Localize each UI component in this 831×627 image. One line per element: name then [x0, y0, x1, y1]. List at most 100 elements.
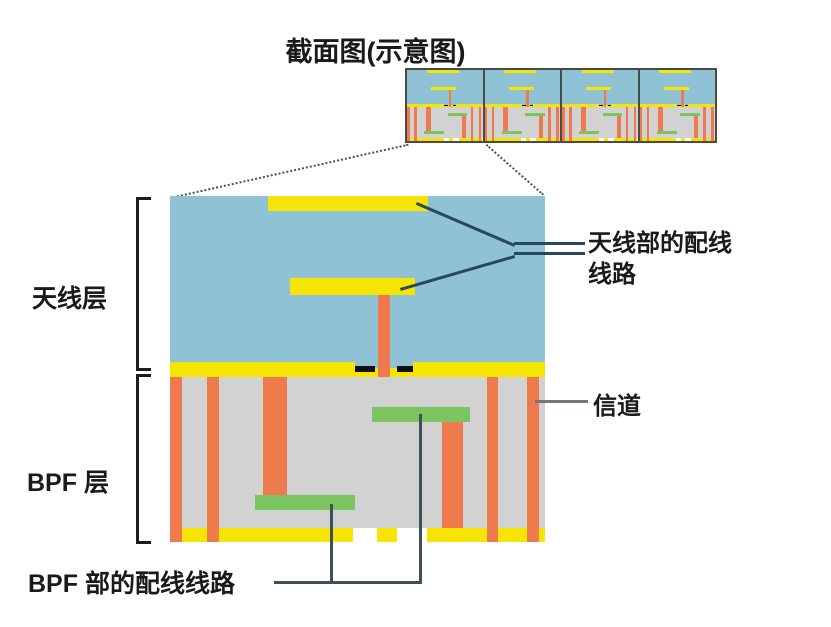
bpf-via-wide: [503, 107, 509, 132]
channel-via: [703, 107, 706, 141]
bpf-substrate-region: [484, 107, 560, 139]
antenna-wiring-label-line1: 天线部的配线: [588, 230, 732, 257]
bpf-via-right: [694, 116, 699, 139]
channel-via: [470, 107, 474, 141]
bpf-wiring-leader-line: [419, 414, 422, 583]
black-pad-right: [530, 104, 534, 107]
thumbnail-cell-slot: [562, 70, 640, 141]
thumbnail-cell-slot: [407, 70, 485, 141]
black-pad-left: [676, 104, 681, 107]
main-cross-section: [170, 196, 545, 542]
channel-via: [491, 107, 495, 141]
channel-via: [527, 376, 539, 542]
channel-via: [548, 107, 551, 141]
diagram-title: 截面图(示意图): [285, 37, 466, 67]
channel-via: [633, 107, 637, 141]
bottom-conductor-segment: [536, 138, 560, 141]
unit-cell: [639, 70, 715, 141]
bpf-wiring-line-upper: [447, 113, 468, 117]
bottom-conductor-segment: [484, 138, 522, 141]
antenna-patch-middle: [508, 86, 534, 91]
bottom-conductor-segment: [170, 527, 353, 542]
antenna-feed-via: [378, 286, 390, 377]
antenna-feed-via: [603, 88, 607, 108]
channel-via: [478, 107, 482, 141]
channel-via: [484, 107, 487, 141]
antenna-patch-top: [659, 70, 692, 74]
bpf-via-right: [616, 116, 621, 139]
bpf-via-right: [461, 116, 466, 139]
bpf-via-right: [441, 422, 463, 528]
channel-via: [407, 107, 410, 141]
antenna-patch-middle: [663, 86, 689, 91]
bottom-conductor-segment: [639, 138, 677, 141]
channel-via: [170, 376, 183, 542]
channel-via: [711, 107, 714, 141]
antenna-wiring-leader-line: [514, 252, 585, 255]
bpf-wiring-line-upper: [525, 113, 545, 117]
bpf-wiring-label: BPF 部的配线线路: [28, 570, 235, 598]
bottom-conductor-segment: [426, 527, 545, 542]
bottom-conductor-segment: [613, 138, 638, 141]
bpf-substrate-region: [407, 107, 483, 139]
antenna-feed-via: [526, 88, 529, 108]
black-pad-right: [607, 104, 611, 107]
antenna-patch-top: [504, 70, 537, 74]
bpf-substrate-region: [562, 107, 638, 139]
bottom-conductor-segment: [526, 138, 531, 141]
bpf-wiring-line-lower: [501, 131, 522, 135]
black-pad-left: [599, 104, 604, 107]
antenna-patch-top: [426, 70, 459, 74]
black-pad-right: [452, 104, 456, 107]
bpf-wiring-line-lower: [255, 495, 355, 511]
channel-via: [486, 376, 498, 542]
antenna-patch-top: [581, 70, 614, 74]
magnify-guide-line-right: [485, 144, 545, 196]
antenna-feed-via: [681, 88, 684, 108]
channel-leader-line: [535, 400, 588, 403]
thumbnail-cell-slot: [639, 70, 715, 141]
unit-cell: [170, 196, 545, 542]
bpf-wiring-line-lower: [579, 131, 600, 135]
channel-via: [639, 107, 642, 141]
bpf-wiring-leader-line: [274, 581, 422, 584]
unit-cell: [484, 70, 560, 141]
antenna-patch-middle: [586, 86, 612, 91]
bottom-conductor-segment: [603, 138, 608, 141]
bottom-conductor-segment: [377, 527, 397, 542]
antenna-feed-via: [448, 88, 452, 108]
array-overview-thumbnail: [405, 68, 717, 143]
bpf-substrate-region: [170, 376, 545, 528]
bottom-conductor-segment: [458, 138, 483, 141]
bpf-wiring-leader-line: [330, 504, 333, 583]
channel-via: [562, 107, 565, 141]
channel-via: [556, 107, 559, 141]
antenna-wiring-label: 天线部的配线 线路: [588, 228, 732, 290]
bpf-wiring-line-lower: [656, 131, 677, 135]
antenna-patch-middle: [431, 86, 457, 91]
antenna-layer-label: 天线层: [32, 285, 108, 313]
thumbnail-cell-slot: [484, 70, 562, 141]
bottom-conductor-segment: [562, 138, 599, 141]
channel-via: [414, 107, 417, 141]
bottom-conductor-segment: [448, 138, 453, 141]
bpf-via-wide: [580, 107, 586, 132]
black-pad-right: [685, 104, 689, 107]
bpf-via-right: [539, 116, 544, 139]
channel-via: [207, 376, 219, 542]
bpf-wiring-line-upper: [602, 113, 623, 117]
bpf-via-wide: [658, 107, 664, 132]
bottom-conductor-segment: [691, 138, 715, 141]
channel-via: [646, 107, 650, 141]
bpf-via-wide: [425, 107, 431, 132]
antenna-patch-middle: [290, 278, 415, 295]
bottom-conductor-segment: [407, 138, 444, 141]
black-pad-left: [444, 104, 449, 107]
black-pad-right: [396, 365, 413, 372]
bpf-wiring-line-upper: [680, 113, 700, 117]
bpf-layer-label: BPF 层: [27, 469, 109, 497]
channel-label: 信道: [593, 393, 641, 420]
antenna-patch-top: [267, 196, 428, 212]
antenna-wiring-leader-line: [514, 242, 585, 245]
bpf-layer-bracket: [136, 374, 151, 544]
